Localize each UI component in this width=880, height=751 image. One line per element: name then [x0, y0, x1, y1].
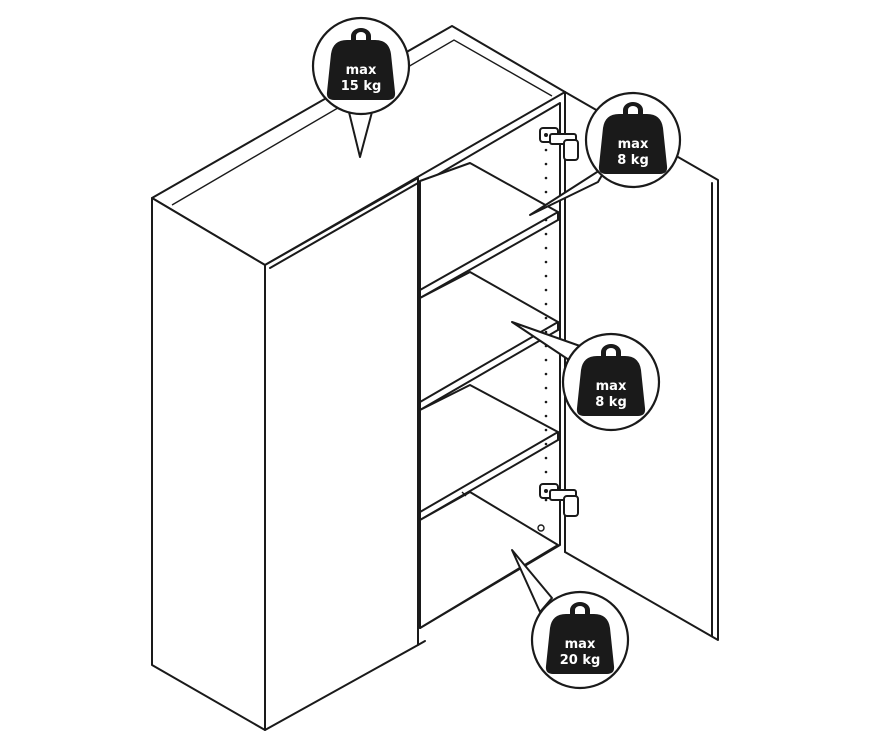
- pin-hole: [544, 386, 548, 390]
- pin-hole: [544, 498, 548, 502]
- pin-hole: [544, 358, 548, 362]
- hinge-top: [539, 127, 579, 161]
- screw-hole: [537, 524, 545, 532]
- badge-top-line2: 15 kg: [341, 79, 382, 94]
- pin-hole: [544, 190, 548, 194]
- pin-hole: [544, 400, 548, 404]
- badge-shelf-middle-line2: 8 kg: [595, 395, 627, 410]
- cabinet-left-side: [151, 197, 266, 731]
- weight-icon: [545, 602, 615, 674]
- pin-hole: [544, 288, 548, 292]
- pin-hole: [544, 246, 548, 250]
- badge-top-line1: max: [346, 63, 377, 78]
- pin-hole: [544, 232, 548, 236]
- weight-icon: [326, 28, 396, 100]
- weight-icon: [576, 344, 646, 416]
- pin-hole: [544, 372, 548, 376]
- pin-hole: [544, 148, 548, 152]
- pin-hole: [544, 176, 548, 180]
- pin-hole: [544, 260, 548, 264]
- load-badge-bottom: max 20 kg: [530, 590, 630, 690]
- pin-hole: [544, 442, 548, 446]
- pin-hole: [544, 470, 548, 474]
- badge-shelf-upper-line1: max: [618, 137, 649, 152]
- badge-bottom-line1: max: [565, 637, 596, 652]
- badge-bottom-line2: 20 kg: [560, 653, 601, 668]
- badge-shelf-upper-line2: 8 kg: [617, 153, 649, 168]
- hinge-bottom: [539, 483, 579, 517]
- pin-hole: [544, 330, 548, 334]
- load-badge-shelf-upper: max 8 kg: [584, 91, 682, 189]
- badge-shelf-middle-line1: max: [596, 379, 627, 394]
- pin-hole: [544, 456, 548, 460]
- load-badge-shelf-middle: max 8 kg: [561, 332, 661, 432]
- pin-hole: [544, 302, 548, 306]
- pin-hole: [544, 428, 548, 432]
- pin-hole: [544, 218, 548, 222]
- pin-hole: [544, 274, 548, 278]
- pin-hole: [544, 162, 548, 166]
- left-door: [264, 177, 426, 731]
- weight-icon: [598, 102, 668, 174]
- cabinet-bottom: [419, 491, 559, 629]
- pin-hole: [544, 414, 548, 418]
- load-badge-top: max 15 kg: [311, 16, 411, 116]
- pin-hole: [544, 316, 548, 320]
- shelf-middle: [419, 271, 559, 411]
